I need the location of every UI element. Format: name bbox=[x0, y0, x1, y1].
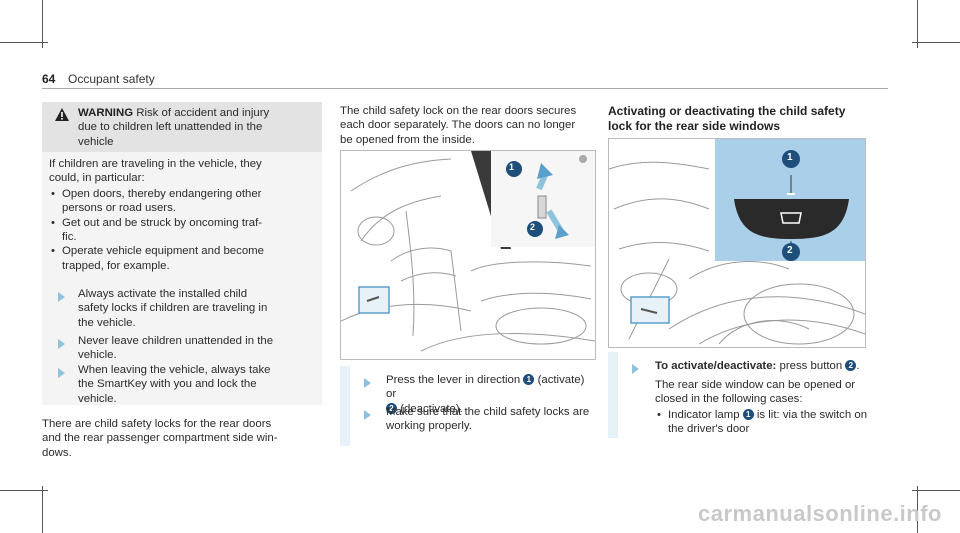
crop-mark bbox=[912, 490, 960, 491]
callout-number: 2 bbox=[386, 402, 397, 414]
figure-label-1: 1 bbox=[787, 152, 793, 163]
middle-intro: The child safety lock on the rear doors … bbox=[340, 105, 577, 146]
warning-text: WARNING Risk of accident and injury due … bbox=[78, 107, 270, 148]
warning-bullets: Open doors, thereby endangering otherper… bbox=[49, 187, 315, 273]
crop-mark bbox=[912, 42, 960, 43]
door-child-lock-figure: 1 2 bbox=[340, 150, 596, 360]
step-bar bbox=[608, 352, 618, 438]
section-title: Occupant safety bbox=[68, 72, 155, 86]
page-number: 64 bbox=[42, 72, 56, 86]
figure-label-2: 2 bbox=[530, 222, 536, 232]
callout-number: 1 bbox=[742, 409, 754, 420]
crop-mark bbox=[0, 42, 48, 43]
warning-triangle-icon bbox=[55, 108, 69, 121]
crop-mark bbox=[917, 486, 918, 533]
step-arrow-icon bbox=[58, 292, 65, 302]
dashboard-illustration bbox=[609, 139, 865, 345]
step-arrow-icon bbox=[364, 378, 371, 388]
door-illustration bbox=[341, 151, 595, 352]
list-item: Get out and be struck by oncoming traf-f… bbox=[49, 216, 315, 245]
left-footer-text: There are child safety locks for the rea… bbox=[42, 418, 278, 459]
step-arrow-icon bbox=[58, 368, 65, 378]
figure-label-1: 1 bbox=[509, 162, 515, 172]
list-item: Operate vehicle equipment and becometrap… bbox=[49, 244, 315, 273]
callout-number: 1 bbox=[523, 374, 535, 385]
step-bar bbox=[340, 366, 350, 446]
warning-intro: If children are traveling in the vehicle… bbox=[49, 157, 315, 273]
right-bullets: Indicator lamp 1 is lit: via the switch … bbox=[655, 408, 875, 437]
middle-step-1: Press the lever in direction 1 (activate… bbox=[386, 374, 585, 415]
crop-mark bbox=[42, 486, 43, 533]
list-item: Indicator lamp 1 is lit: via the switch … bbox=[655, 408, 875, 437]
step-arrow-icon bbox=[632, 364, 639, 374]
crop-mark bbox=[0, 490, 48, 491]
crop-mark bbox=[42, 0, 43, 48]
step-arrow-icon bbox=[364, 410, 371, 420]
step-arrow-icon bbox=[58, 339, 65, 349]
section-heading: Activating or deactivating the child saf… bbox=[608, 104, 846, 133]
middle-step-2: Make sure that the child safety locks ar… bbox=[386, 406, 590, 433]
figure-label-2: 2 bbox=[787, 245, 793, 256]
header-rule bbox=[42, 88, 888, 89]
crop-mark bbox=[917, 0, 918, 48]
watermark: carmanualsonline.info bbox=[698, 501, 942, 526]
right-step: To activate/deactivate: press button 2. bbox=[655, 360, 860, 372]
list-item: Open doors, thereby endangering otherper… bbox=[49, 187, 315, 216]
warning-label: WARNING bbox=[78, 107, 134, 119]
warning-header bbox=[42, 102, 322, 152]
window-lock-figure: 1 2 bbox=[608, 138, 866, 348]
callout-number: 2 bbox=[845, 360, 857, 371]
